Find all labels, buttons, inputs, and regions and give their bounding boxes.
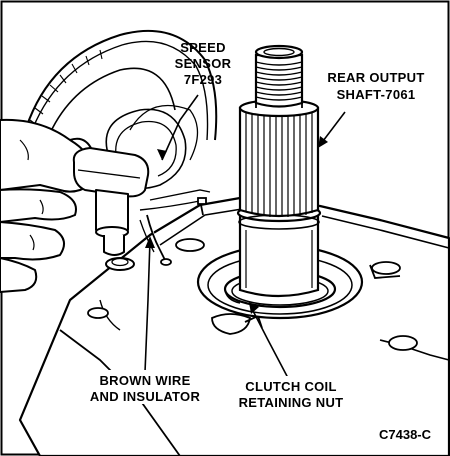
figure-code: C7438-C [370,425,440,443]
harness-shading [29,49,103,127]
brown-wire-connector [139,197,207,266]
shaft-splines [245,113,313,217]
label-rear-output-shaft: REAR OUTPUT SHAFT-7061 [327,70,424,102]
clutch-nut-line-1: CLUTCH COIL [245,379,336,394]
shaft-threads [255,61,303,101]
technician-hand [0,118,97,293]
leader-lines [144,94,346,379]
label-brown-wire: BROWN WIRE AND INSULATOR [85,370,205,404]
figure-code-text: C7438-C [379,427,432,442]
brown-wire-line-2: AND INSULATOR [90,389,201,404]
label-clutch-coil-nut: CLUTCH COIL RETAINING NUT [235,376,350,410]
brown-wire-line-1: BROWN WIRE [99,373,190,388]
rear-output-line-1: REAR OUTPUT [327,70,424,85]
label-speed-sensor: SPEED SENSOR 7F293 [175,40,232,87]
rear-output-shaft [236,44,322,298]
speed-sensor-line-3: 7F293 [184,72,222,87]
wire-harness [19,29,218,211]
speed-sensor-line-1: SPEED [180,40,226,55]
clutch-nut-line-2: RETAINING NUT [239,395,344,410]
leader-arrowheads [145,136,328,314]
rear-output-line-2: SHAFT-7061 [337,87,416,102]
speed-sensor-line-2: SENSOR [175,56,232,71]
housing-bosses [87,238,418,351]
speed-sensor [72,147,150,271]
